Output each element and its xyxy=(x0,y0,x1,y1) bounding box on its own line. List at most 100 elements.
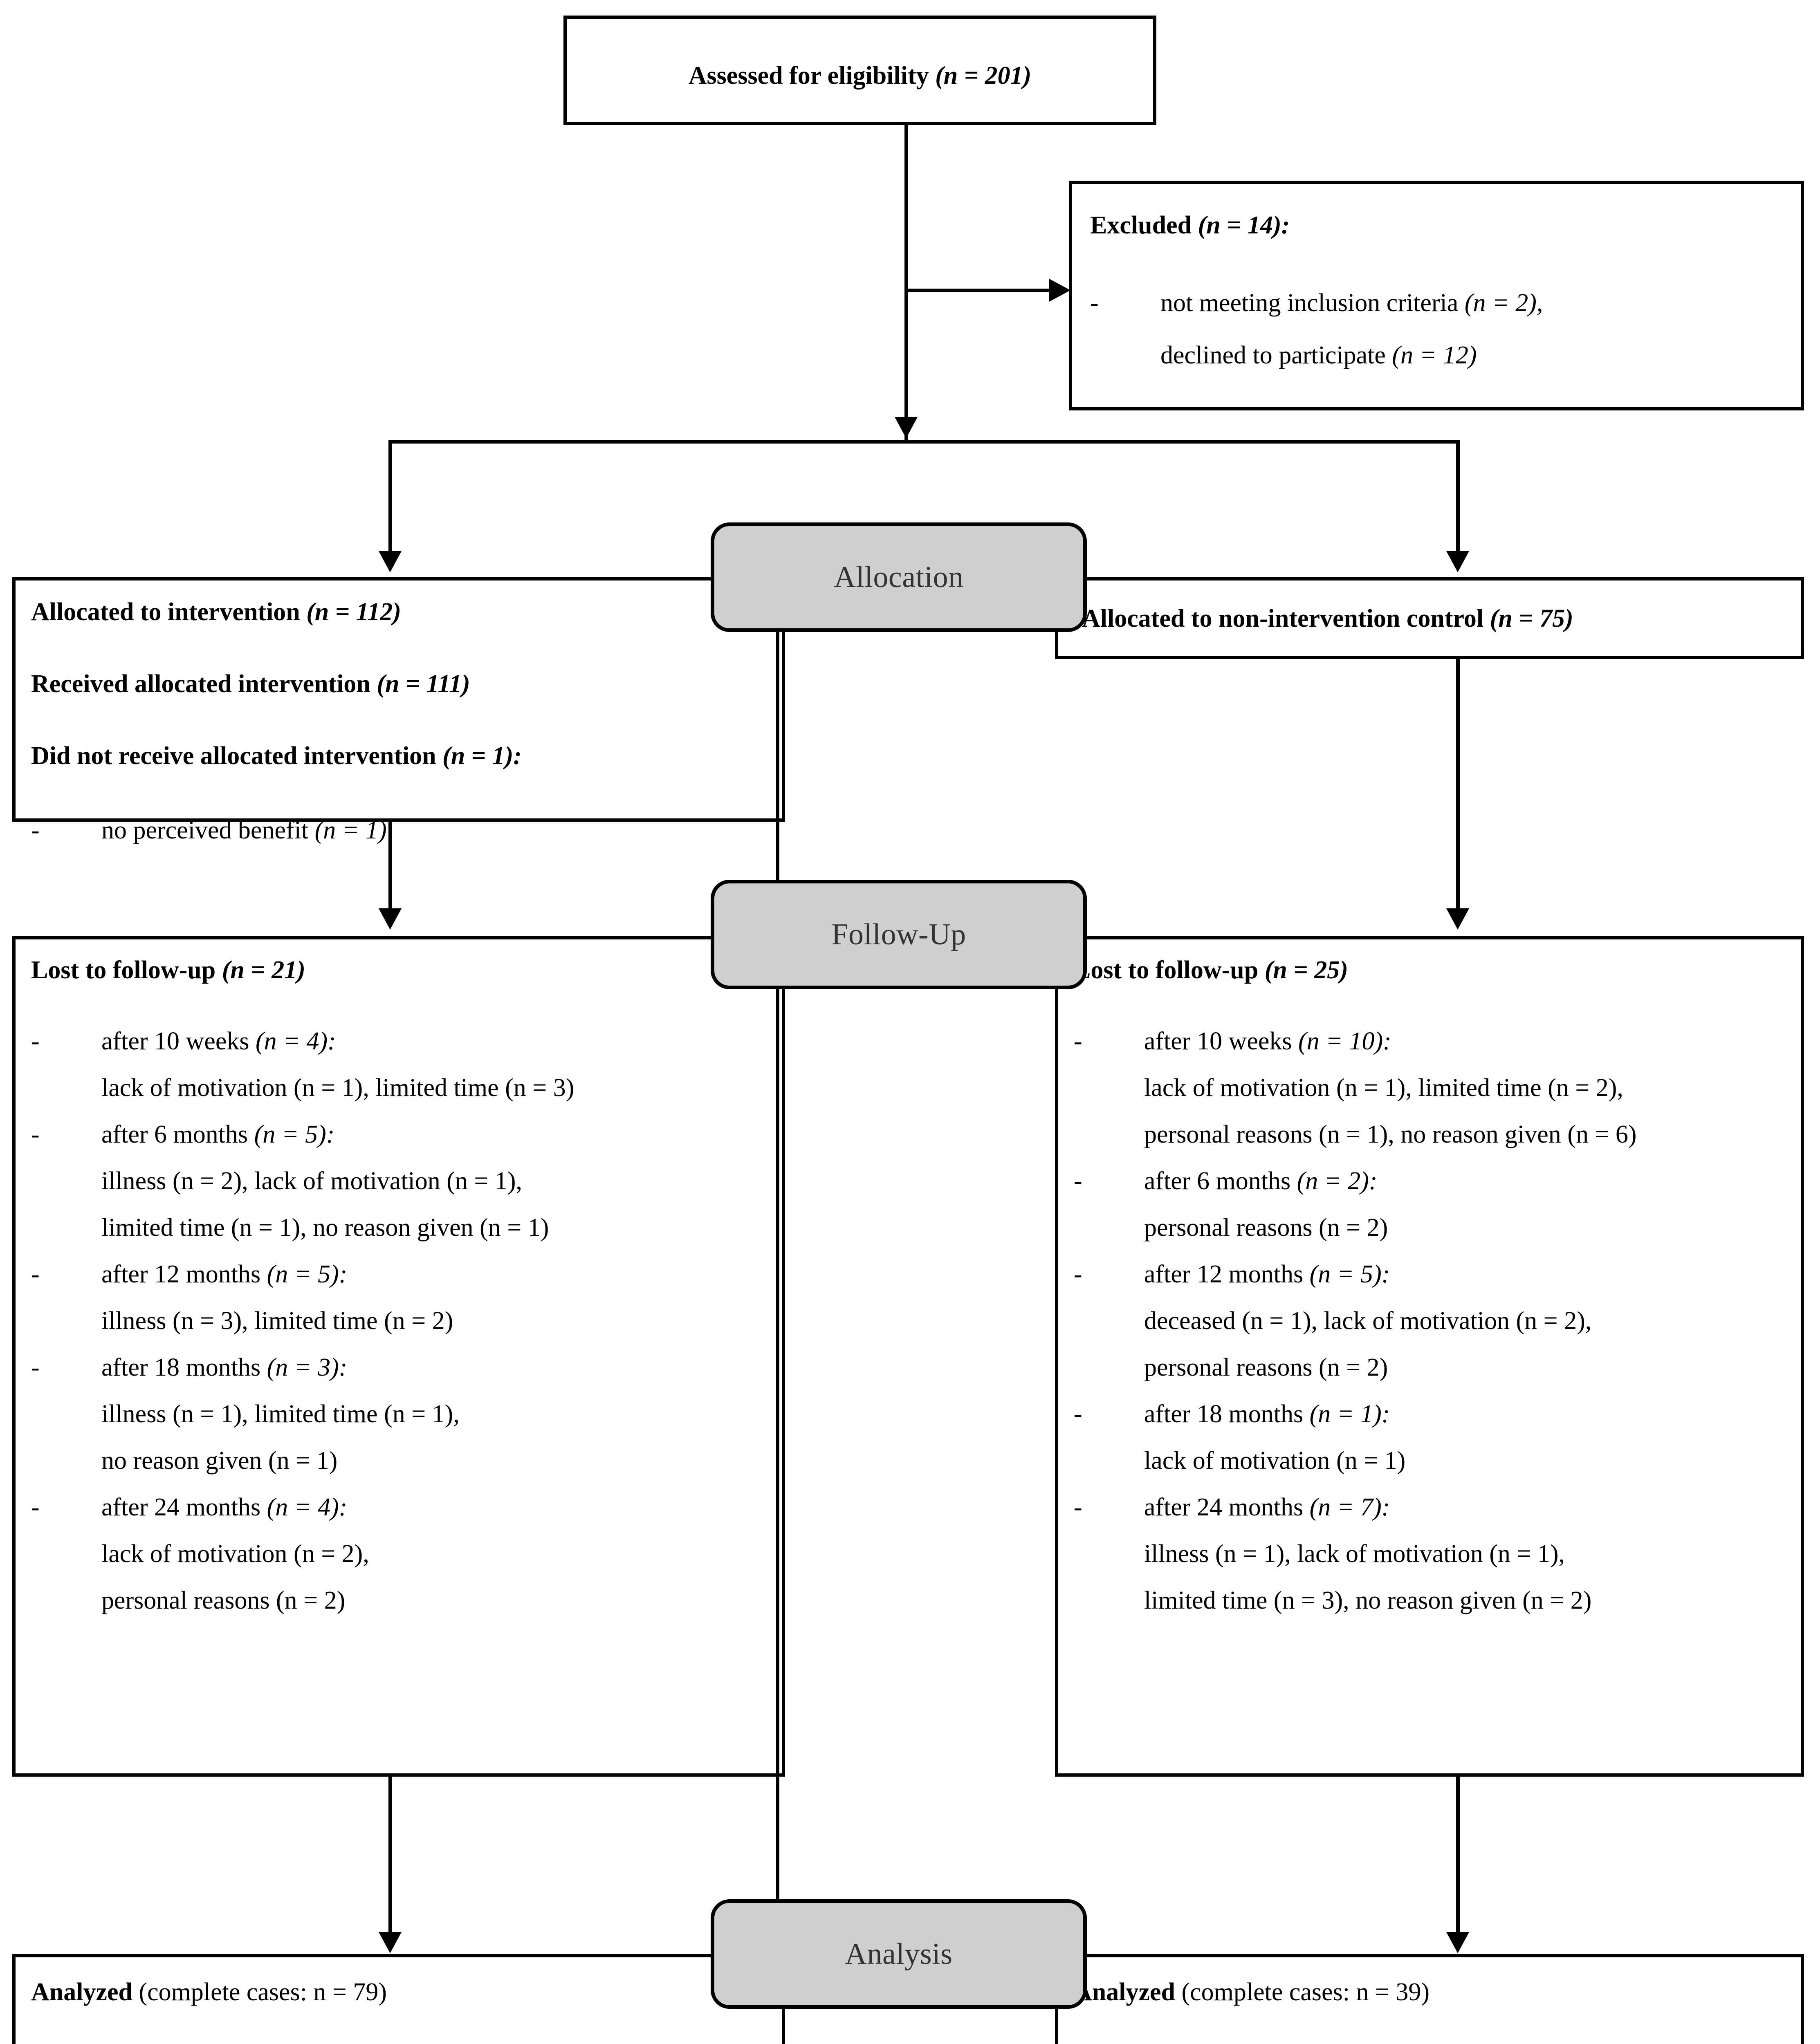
followup-control-group-4-header-text: after 18 months xyxy=(1144,1400,1310,1428)
allocated-intervention-line-2: Received allocated intervention (n = 111… xyxy=(31,671,772,697)
followup-control-group-3-detail-2: personal reasons (n = 2) xyxy=(1144,1354,1388,1381)
spine-followup-to-analysis xyxy=(776,989,779,1899)
connector-assessed-down xyxy=(904,125,908,440)
followup-intervention-group-4-header-n: (n = 3): xyxy=(267,1354,348,1381)
followup-control-heading-n: (n = 25) xyxy=(1264,956,1348,984)
analyzed-control-heading: Analyzed (complete cases: n = 39) xyxy=(1074,1979,1793,2005)
followup-control-group-5: - after 24 months (n = 7): illness (n = … xyxy=(1074,1495,1793,1613)
connector-left-followup-to-analysis xyxy=(388,1777,392,1935)
split-left-down xyxy=(388,440,392,554)
followup-intervention-bullet-marker-3: - xyxy=(31,1260,40,1288)
allocated-to-control-box: Allocated to non-intervention control (n… xyxy=(1055,577,1804,659)
followup-control-heading-label: Lost to follow-up xyxy=(1074,956,1259,984)
analyzed-control-box: Analyzed (complete cases: n = 39) - inco… xyxy=(1055,1954,1804,2044)
followup-intervention-heading: Lost to follow-up (n = 21) xyxy=(31,957,774,983)
allocated-control-line-1: Allocated to non-intervention control (n… xyxy=(1082,606,1573,631)
followup-intervention-group-2: - after 6 months (n = 5): illness (n = 2… xyxy=(31,1122,774,1240)
followup-intervention-groups: - after 10 weeks (n = 4): lack of motiva… xyxy=(31,1029,774,1613)
lost-to-followup-intervention-box: Lost to follow-up (n = 21) - after 10 we… xyxy=(12,936,785,1777)
followup-intervention-bullet-marker-5: - xyxy=(31,1493,40,1521)
excluded-box: Excluded (n = 14): - not meeting inclusi… xyxy=(1069,181,1804,410)
spine-allocation-to-followup xyxy=(776,632,779,880)
followup-intervention-group-4-detail-1: illness (n = 1), limited time (n = 1), xyxy=(101,1400,460,1428)
assessed-n: (n = 201) xyxy=(935,62,1032,90)
followup-intervention-group-5-header: - after 24 months (n = 4): xyxy=(31,1495,774,1520)
followup-intervention-group-4: - after 18 months (n = 3): illness (n = … xyxy=(31,1355,774,1473)
followup-control-bullet-marker-3: - xyxy=(1074,1260,1082,1288)
stage-badge-analysis: Analysis xyxy=(711,1899,1087,2009)
stage-badge-follow-up-label: Follow-Up xyxy=(831,917,966,951)
stage-badge-follow-up: Follow-Up xyxy=(711,880,1087,989)
arrow-left-allocation xyxy=(379,551,402,572)
split-bar-allocation xyxy=(388,440,1460,444)
excluded-reason-2-text: declined to participate xyxy=(1160,341,1392,369)
followup-control-group-2: - after 6 months (n = 2): personal reaso… xyxy=(1074,1168,1793,1240)
arrow-right-analysis xyxy=(1446,1932,1469,1953)
analyzed-intervention-heading: Analyzed (complete cases: n = 79) xyxy=(31,1979,774,2005)
followup-control-group-3-detail-1: deceased (n = 1), lack of motivation (n … xyxy=(1144,1307,1592,1335)
followup-intervention-group-5-detail-1: lack of motivation (n = 2), xyxy=(101,1540,369,1568)
followup-control-group-2-header-n: (n = 2): xyxy=(1297,1167,1378,1195)
followup-control-group-3: - after 12 months (n = 5): deceased (n =… xyxy=(1074,1262,1793,1380)
followup-intervention-group-2-header: - after 6 months (n = 5): xyxy=(31,1122,774,1147)
assessed-for-eligibility-box: Assessed for eligibility (n = 201) xyxy=(563,16,1156,125)
allocated-intervention-bullet-1-n: (n = 1) xyxy=(314,816,387,844)
stage-badge-analysis-label: Analysis xyxy=(845,1937,953,1971)
followup-intervention-group-1-detail-1: lack of motivation (n = 1), limited time… xyxy=(101,1074,575,1102)
excluded-reason-1-n: (n = 2), xyxy=(1464,289,1543,317)
followup-control-group-5-header-n: (n = 7): xyxy=(1309,1493,1390,1521)
followup-control-group-4: - after 18 months (n = 1): lack of motiv… xyxy=(1074,1401,1793,1473)
arrow-to-excluded xyxy=(1049,279,1070,302)
connector-left-alloc-to-followup xyxy=(388,822,392,912)
followup-intervention-group-2-header-text: after 6 months xyxy=(101,1121,254,1148)
assessed-for-eligibility-text: Assessed for eligibility (n = 201) xyxy=(567,63,1153,88)
connector-right-alloc-to-followup xyxy=(1456,659,1460,912)
allocated-intervention-line-2-label: Received allocated intervention xyxy=(31,670,370,698)
followup-control-heading: Lost to follow-up (n = 25) xyxy=(1074,957,1793,983)
followup-intervention-group-4-detail-2: no reason given (n = 1) xyxy=(101,1447,338,1475)
analyzed-intervention-heading-label: Analyzed xyxy=(31,1978,132,2006)
allocated-intervention-line-1-n: (n = 112) xyxy=(306,598,401,626)
arrow-right-followup xyxy=(1446,908,1469,930)
followup-control-bullet-marker-2: - xyxy=(1074,1167,1082,1195)
connector-to-excluded xyxy=(904,289,1056,292)
followup-control-group-1-header: - after 10 weeks (n = 10): xyxy=(1074,1029,1793,1054)
followup-intervention-bullet-marker-2: - xyxy=(31,1121,40,1148)
stage-badge-allocation: Allocation xyxy=(711,522,1087,632)
followup-intervention-group-4-header: - after 18 months (n = 3): xyxy=(31,1355,774,1380)
stage-badge-allocation-label: Allocation xyxy=(834,560,964,594)
assessed-label: Assessed for eligibility xyxy=(688,62,929,90)
followup-intervention-group-5-header-n: (n = 4): xyxy=(267,1493,348,1521)
analyzed-control-heading-rest: (complete cases: n = 39) xyxy=(1181,1978,1430,2006)
allocated-intervention-line-3-label: Did not receive allocated intervention xyxy=(31,742,436,770)
followup-intervention-group-4-header-text: after 18 months xyxy=(101,1354,267,1381)
followup-control-group-1-detail-2: personal reasons (n = 1), no reason give… xyxy=(1144,1121,1637,1148)
allocated-intervention-line-1: Allocated to intervention (n = 112) xyxy=(31,599,772,625)
allocated-intervention-line-2-n: (n = 111) xyxy=(377,670,470,698)
arrow-right-allocation xyxy=(1446,551,1469,572)
analyzed-intervention-heading-rest: (complete cases: n = 79) xyxy=(139,1978,387,2006)
followup-intervention-bullet-marker-1: - xyxy=(31,1027,40,1055)
excluded-bullet-marker-1: - xyxy=(1090,289,1099,317)
followup-intervention-group-1: - after 10 weeks (n = 4): lack of motiva… xyxy=(31,1029,774,1100)
followup-control-group-4-header: - after 18 months (n = 1): xyxy=(1074,1401,1793,1427)
followup-intervention-group-1-header: - after 10 weeks (n = 4): xyxy=(31,1029,774,1054)
followup-control-group-5-header-text: after 24 months xyxy=(1144,1493,1310,1521)
followup-control-group-3-header-n: (n = 5): xyxy=(1309,1260,1390,1288)
excluded-reason-2: declined to participate (n = 12) xyxy=(1090,343,1789,368)
followup-control-bullet-marker-5: - xyxy=(1074,1493,1082,1521)
followup-control-bullet-marker-4: - xyxy=(1074,1400,1082,1428)
followup-control-bullet-marker-1: - xyxy=(1074,1027,1082,1055)
allocated-intervention-line-3: Did not receive allocated intervention (… xyxy=(31,743,772,769)
followup-intervention-group-3-header-n: (n = 5): xyxy=(267,1260,348,1288)
allocated-control-line-1-n: (n = 75) xyxy=(1490,605,1573,632)
analyzed-control-heading-label: Analyzed xyxy=(1074,1978,1175,2006)
allocated-control-line-1-label: Allocated to non-intervention control xyxy=(1082,605,1484,632)
arrow-assessed-down xyxy=(895,417,918,438)
excluded-heading-label: Excluded xyxy=(1090,211,1192,239)
followup-control-group-1-detail-1: lack of motivation (n = 1), limited time… xyxy=(1144,1074,1623,1102)
followup-intervention-group-5: - after 24 months (n = 4): lack of motiv… xyxy=(31,1495,774,1613)
followup-control-group-1-header-text: after 10 weeks xyxy=(1144,1027,1298,1055)
followup-intervention-group-3-header: - after 12 months (n = 5): xyxy=(31,1262,774,1287)
followup-control-group-5-header: - after 24 months (n = 7): xyxy=(1074,1495,1793,1520)
